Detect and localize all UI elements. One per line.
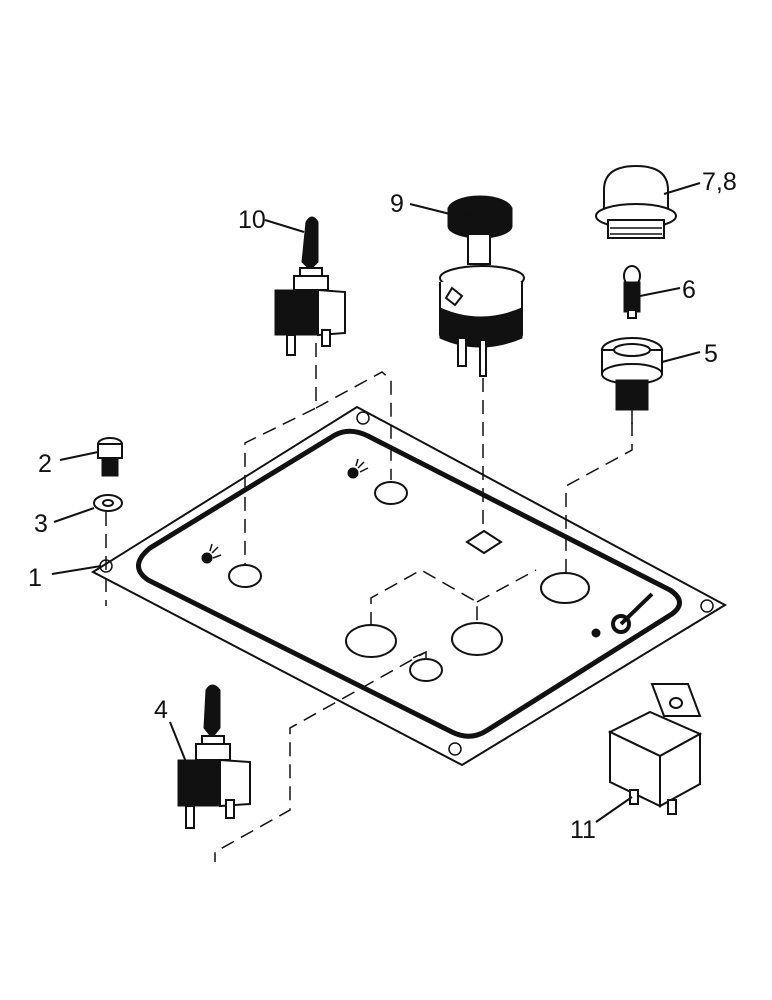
toggle-switch-10 [274, 216, 346, 356]
lamp-symbol-icon [347, 458, 369, 479]
panel-hole [374, 481, 408, 505]
panel-hole [540, 572, 590, 604]
lamp-bulb-6 [623, 265, 641, 319]
corner-hole [356, 411, 370, 425]
callout-2: 2 [38, 450, 52, 478]
corner-hole [448, 742, 462, 756]
relay-11 [607, 683, 703, 815]
callout-4: 4 [154, 696, 168, 724]
callout-11: 11 [570, 816, 596, 844]
callout-6: 6 [682, 276, 696, 304]
callout-10: 10 [238, 206, 266, 234]
corner-hole [700, 599, 714, 613]
lamp-symbol-icon [201, 543, 222, 564]
callout-7-8: 7,8 [702, 168, 737, 196]
panel-hole [451, 622, 503, 656]
panel-hole [345, 624, 397, 658]
panel-hole [409, 658, 443, 682]
lamp-holder-5 [601, 337, 663, 424]
callout-1: 1 [28, 564, 42, 592]
gauge-symbol-icon [591, 592, 654, 638]
control-panel-plate [90, 405, 728, 767]
leader-lines [51, 182, 701, 823]
washer-3 [93, 494, 123, 512]
callout-9: 9 [390, 190, 404, 218]
square-hole [465, 529, 503, 555]
rotary-switch-9 [439, 195, 525, 377]
assembly-guide-lines [105, 343, 633, 862]
indicator-lens-7-8 [595, 164, 677, 239]
screw-2 [97, 437, 123, 477]
callout-5: 5 [704, 340, 718, 368]
panel-hole [228, 564, 262, 588]
toggle-switch-4 [177, 684, 251, 829]
callout-3: 3 [34, 510, 48, 538]
